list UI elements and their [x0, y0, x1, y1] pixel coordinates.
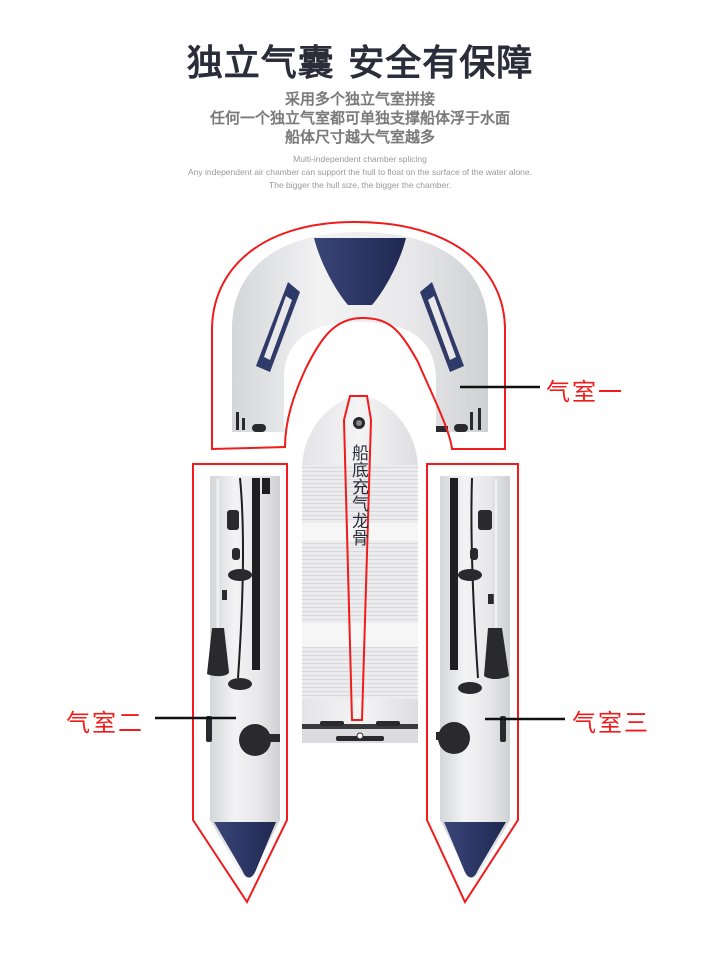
bow-left-handle: [256, 282, 300, 372]
outline-chamber-three: [426, 463, 519, 905]
outline-keel: [342, 395, 373, 721]
chamber-two-label: 气室二: [66, 709, 144, 737]
page-title: 独立气囊 安全有保障: [186, 43, 534, 84]
keel-label: 船底充气龙骨: [348, 444, 368, 546]
en-line-1: Multi-independent chamber splicing: [293, 154, 427, 164]
cn-line-2: 任何一个独立气室都可单独支撑船体浮于水面: [209, 109, 510, 127]
chinese-subtitle: 采用多个独立气室拼接 任何一个独立气室都可单独支撑船体浮于水面 船体尺寸越大气室…: [0, 90, 720, 147]
chamber-one-label: 气室一: [546, 378, 624, 406]
en-line-2: Any independent air chamber can support …: [188, 167, 532, 177]
english-subtitle: Multi-independent chamber splicing Any i…: [0, 153, 720, 192]
bow-chamber: [232, 232, 488, 432]
outline-chamber-one: [211, 220, 506, 451]
chamber-outlines: [192, 220, 519, 905]
leader-lines: [155, 385, 565, 721]
right-side-chamber: [436, 476, 510, 878]
outline-chamber-two: [192, 463, 288, 905]
bow-right-handle: [420, 282, 464, 372]
cn-line-3: 船体尺寸越大气室越多: [284, 128, 435, 146]
en-line-3: The bigger the hull size, the bigger the…: [269, 180, 451, 190]
hull-floor: [302, 394, 418, 743]
chamber-three-label: 气室三: [572, 709, 650, 737]
left-side-chamber: [206, 476, 280, 878]
cn-line-1: 采用多个独立气室拼接: [284, 90, 435, 108]
